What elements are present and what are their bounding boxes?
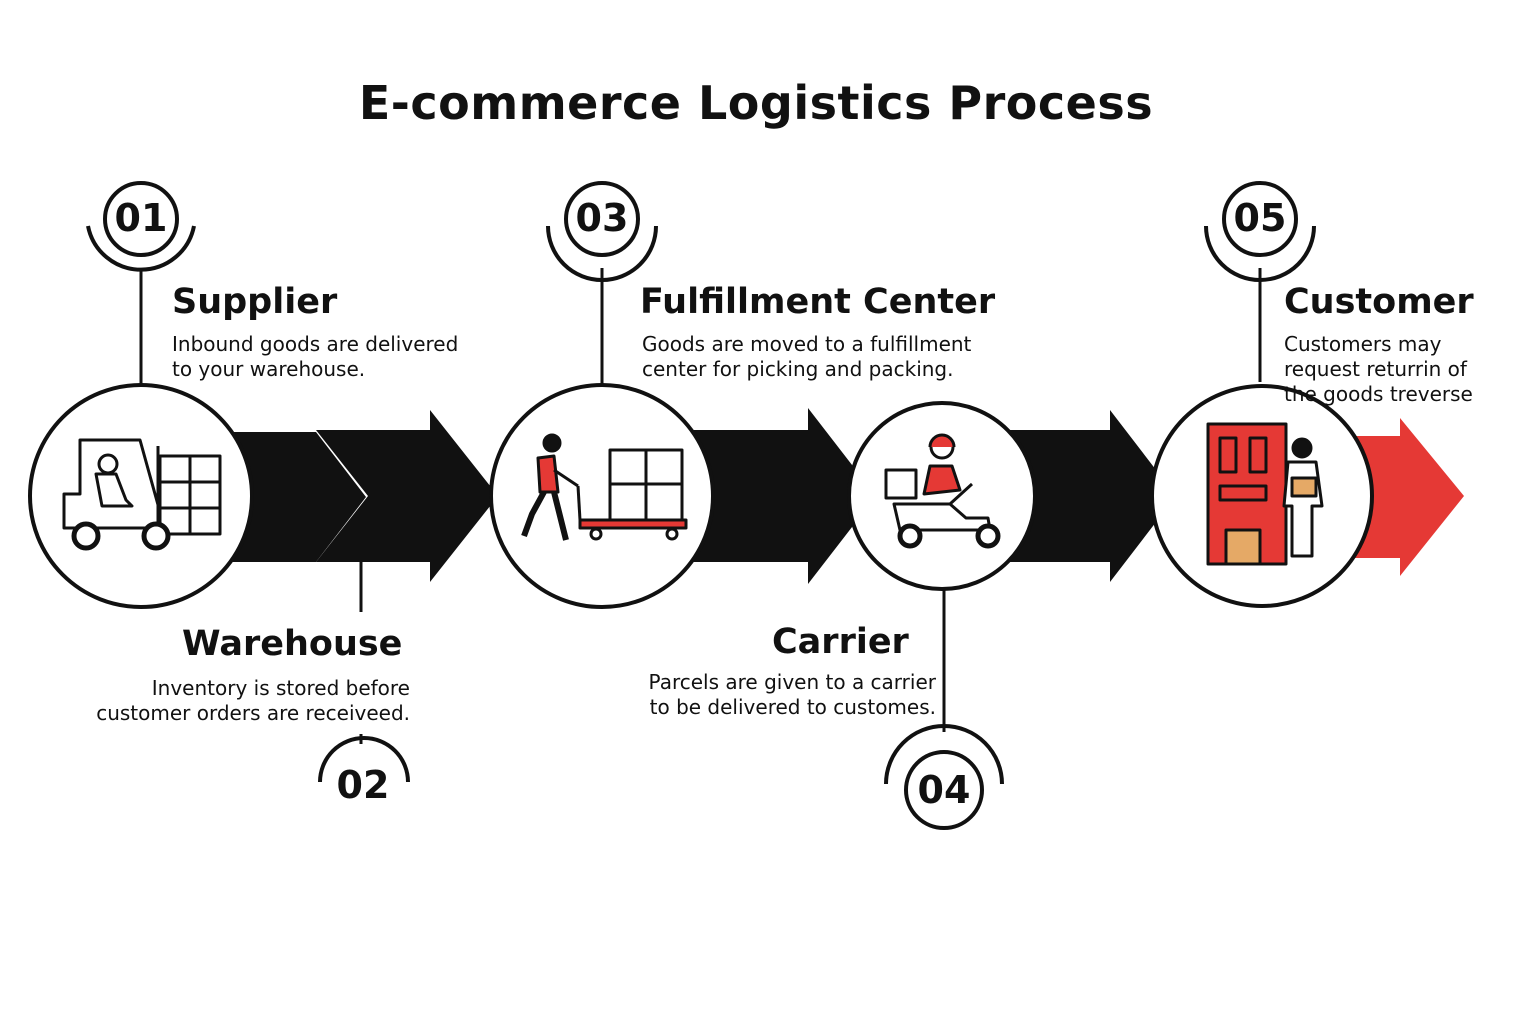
flow-arrow-2	[316, 410, 498, 582]
badge-02	[318, 736, 410, 783]
step-desc-customer: Customers may request returrin of the go…	[1284, 332, 1473, 407]
step-number-05: 05	[1233, 196, 1287, 240]
desc-line: to be delivered to customes.	[649, 695, 936, 719]
step-number-04: 04	[917, 768, 971, 812]
step-title-fulfillment-center: Fulfillment Center	[640, 282, 996, 322]
flow-arrow-5	[1350, 418, 1464, 576]
desc-line: request returrin of	[1284, 357, 1467, 381]
step-number-02: 02	[336, 763, 390, 807]
forklift-icon	[62, 438, 222, 551]
badge-03	[546, 181, 658, 282]
worker-cart-icon	[521, 433, 688, 541]
desc-line: Inbound goods are delivered	[172, 332, 459, 356]
badge-01	[86, 181, 196, 272]
step-circle-4	[847, 401, 1037, 591]
desc-line: center for picking and packing.	[642, 357, 954, 381]
step-desc-carrier: Parcels are given to a carrier to be del…	[560, 670, 936, 720]
step-desc-warehouse: Inventory is stored before customer orde…	[60, 676, 410, 726]
desc-line: Goods are moved to a fulfillment	[642, 332, 972, 356]
desc-line: Parcels are given to a carrier	[648, 670, 936, 694]
desc-line: customer orders are receiveed.	[96, 701, 410, 725]
door-delivery-icon	[1206, 422, 1324, 566]
flow-arrow-1	[225, 432, 366, 562]
desc-line: the goods treverse	[1284, 382, 1473, 406]
scooter-courier-icon	[884, 433, 1001, 549]
step-desc-supplier: Inbound goods are delivered to your ware…	[172, 332, 458, 382]
step-title-carrier: Carrier	[772, 622, 909, 662]
flow-arrow-4	[1010, 410, 1176, 582]
step-number-03: 03	[575, 196, 629, 240]
flow-arrow-3	[690, 408, 876, 584]
badge-04	[884, 724, 1004, 830]
desc-line: Customers may	[1284, 332, 1442, 356]
step-number-01: 01	[114, 196, 168, 240]
step-title-customer: Customer	[1284, 282, 1474, 322]
badge-05	[1204, 181, 1316, 282]
desc-line: to your warehouse.	[172, 357, 366, 381]
step-desc-fulfillment-center: Goods are moved to a fulfillment center …	[642, 332, 971, 382]
step-title-warehouse: Warehouse	[182, 624, 403, 664]
step-title-supplier: Supplier	[172, 282, 338, 322]
desc-line: Inventory is stored before	[151, 676, 410, 700]
diagram-title: E-commerce Logistics Process	[358, 76, 1154, 130]
